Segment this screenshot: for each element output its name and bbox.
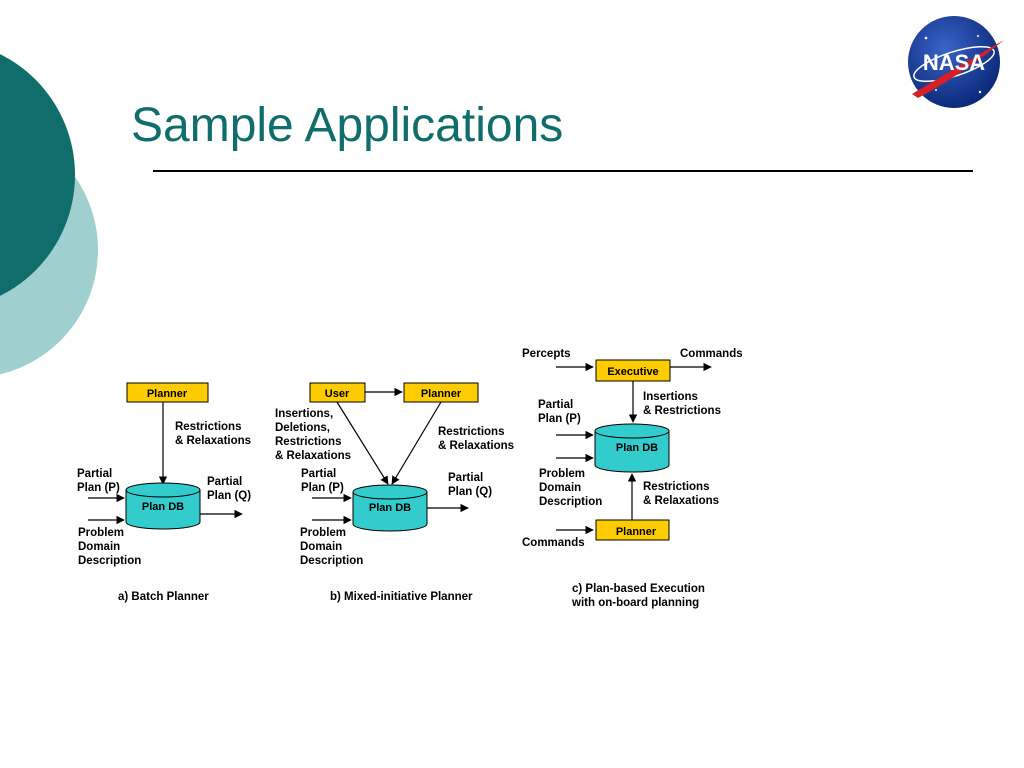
a-problem-line3: Description bbox=[78, 555, 141, 567]
b-caption: b) Mixed-initiative Planner bbox=[330, 591, 473, 603]
c-problem-line3: Description bbox=[539, 496, 602, 508]
c-plan-db: Plan DB bbox=[594, 423, 670, 473]
diagram-mixed-initiative-planner: User Planner Insertions, Deletions, Rest… bbox=[275, 382, 514, 603]
c-insertions-line2: & Restrictions bbox=[643, 405, 721, 417]
b-problem-line2: Domain bbox=[300, 541, 342, 553]
diagram-batch-planner: Planner Restrictions & Relaxations Parti… bbox=[77, 382, 251, 603]
c-problem-line1: Problem bbox=[539, 468, 585, 480]
slide-title: Sample Applications bbox=[131, 99, 564, 152]
a-partial-q-line2: Plan (Q) bbox=[207, 490, 251, 502]
c-percepts-label: Percepts bbox=[522, 348, 571, 360]
a-problem-line2: Domain bbox=[78, 541, 120, 553]
c-plan-db-label: Plan DB bbox=[616, 442, 658, 454]
decor-circle-dark bbox=[0, 54, 75, 296]
diagram-plan-based-execution: Percepts Commands Executive Partial Plan… bbox=[522, 348, 743, 609]
c-insertions-line1: Insertions bbox=[643, 391, 698, 403]
a-problem-line1: Problem bbox=[78, 527, 124, 539]
c-restrictions-line1: Restrictions bbox=[643, 481, 709, 493]
logo-vector bbox=[912, 40, 1004, 98]
a-caption: a) Batch Planner bbox=[118, 591, 209, 603]
a-partial-q-line1: Partial bbox=[207, 476, 242, 488]
logo-orbit bbox=[913, 45, 995, 83]
b-partial-q-line1: Partial bbox=[448, 472, 483, 484]
b-problem-line1: Problem bbox=[300, 527, 346, 539]
b-insertions-line4: & Relaxations bbox=[275, 450, 351, 462]
b-restrictions-line1: Restrictions bbox=[438, 426, 504, 438]
a-partial-p-line2: Plan (P) bbox=[77, 482, 120, 494]
c-commands-top-label: Commands bbox=[680, 348, 743, 360]
logo-star bbox=[978, 90, 982, 94]
b-insertions-line3: Restrictions bbox=[275, 436, 341, 448]
logo-star bbox=[924, 36, 928, 40]
b-user-to-db-arrow bbox=[336, 401, 389, 485]
logo-star bbox=[935, 89, 937, 91]
b-planner-label: Planner bbox=[421, 388, 462, 400]
c-partial-p-line1: Partial bbox=[538, 399, 573, 411]
b-plan-db: Plan DB bbox=[352, 484, 428, 532]
b-planner-to-db-arrow bbox=[391, 401, 442, 485]
a-plan-db: Plan DB bbox=[125, 482, 201, 530]
b-insertions-line2: Deletions, bbox=[275, 422, 330, 434]
logo-star bbox=[977, 35, 979, 37]
b-restrictions-line2: & Relaxations bbox=[438, 440, 514, 452]
b-problem-line3: Description bbox=[300, 555, 363, 567]
nasa-logo: NASA bbox=[908, 16, 1004, 108]
c-restrictions-line2: & Relaxations bbox=[643, 495, 719, 507]
logo-text: NASA bbox=[923, 50, 985, 75]
a-planner-box bbox=[126, 382, 209, 403]
c-caption-line1: c) Plan-based Execution bbox=[572, 583, 705, 595]
c-planner-label: Planner bbox=[616, 526, 657, 538]
b-insertions-line1: Insertions, bbox=[275, 408, 333, 420]
b-user-label: User bbox=[325, 388, 350, 400]
title-rule bbox=[153, 170, 973, 172]
a-partial-p-line1: Partial bbox=[77, 468, 112, 480]
c-partial-p-line2: Plan (P) bbox=[538, 413, 581, 425]
c-caption-line2: with on-board planning bbox=[571, 597, 699, 609]
b-partial-p-line1: Partial bbox=[301, 468, 336, 480]
a-plan-db-label: Plan DB bbox=[142, 501, 184, 513]
b-partial-q-line2: Plan (Q) bbox=[448, 486, 492, 498]
c-commands-bottom-label: Commands bbox=[522, 537, 585, 549]
c-problem-line2: Domain bbox=[539, 482, 581, 494]
a-planner-label: Planner bbox=[147, 388, 188, 400]
a-restrictions-line1: Restrictions bbox=[175, 421, 241, 433]
b-partial-p-line2: Plan (P) bbox=[301, 482, 344, 494]
c-executive-label: Executive bbox=[607, 366, 658, 378]
a-restrictions-line2: & Relaxations bbox=[175, 435, 251, 447]
c-planner-box bbox=[595, 519, 670, 541]
b-plan-db-label: Plan DB bbox=[369, 502, 411, 514]
